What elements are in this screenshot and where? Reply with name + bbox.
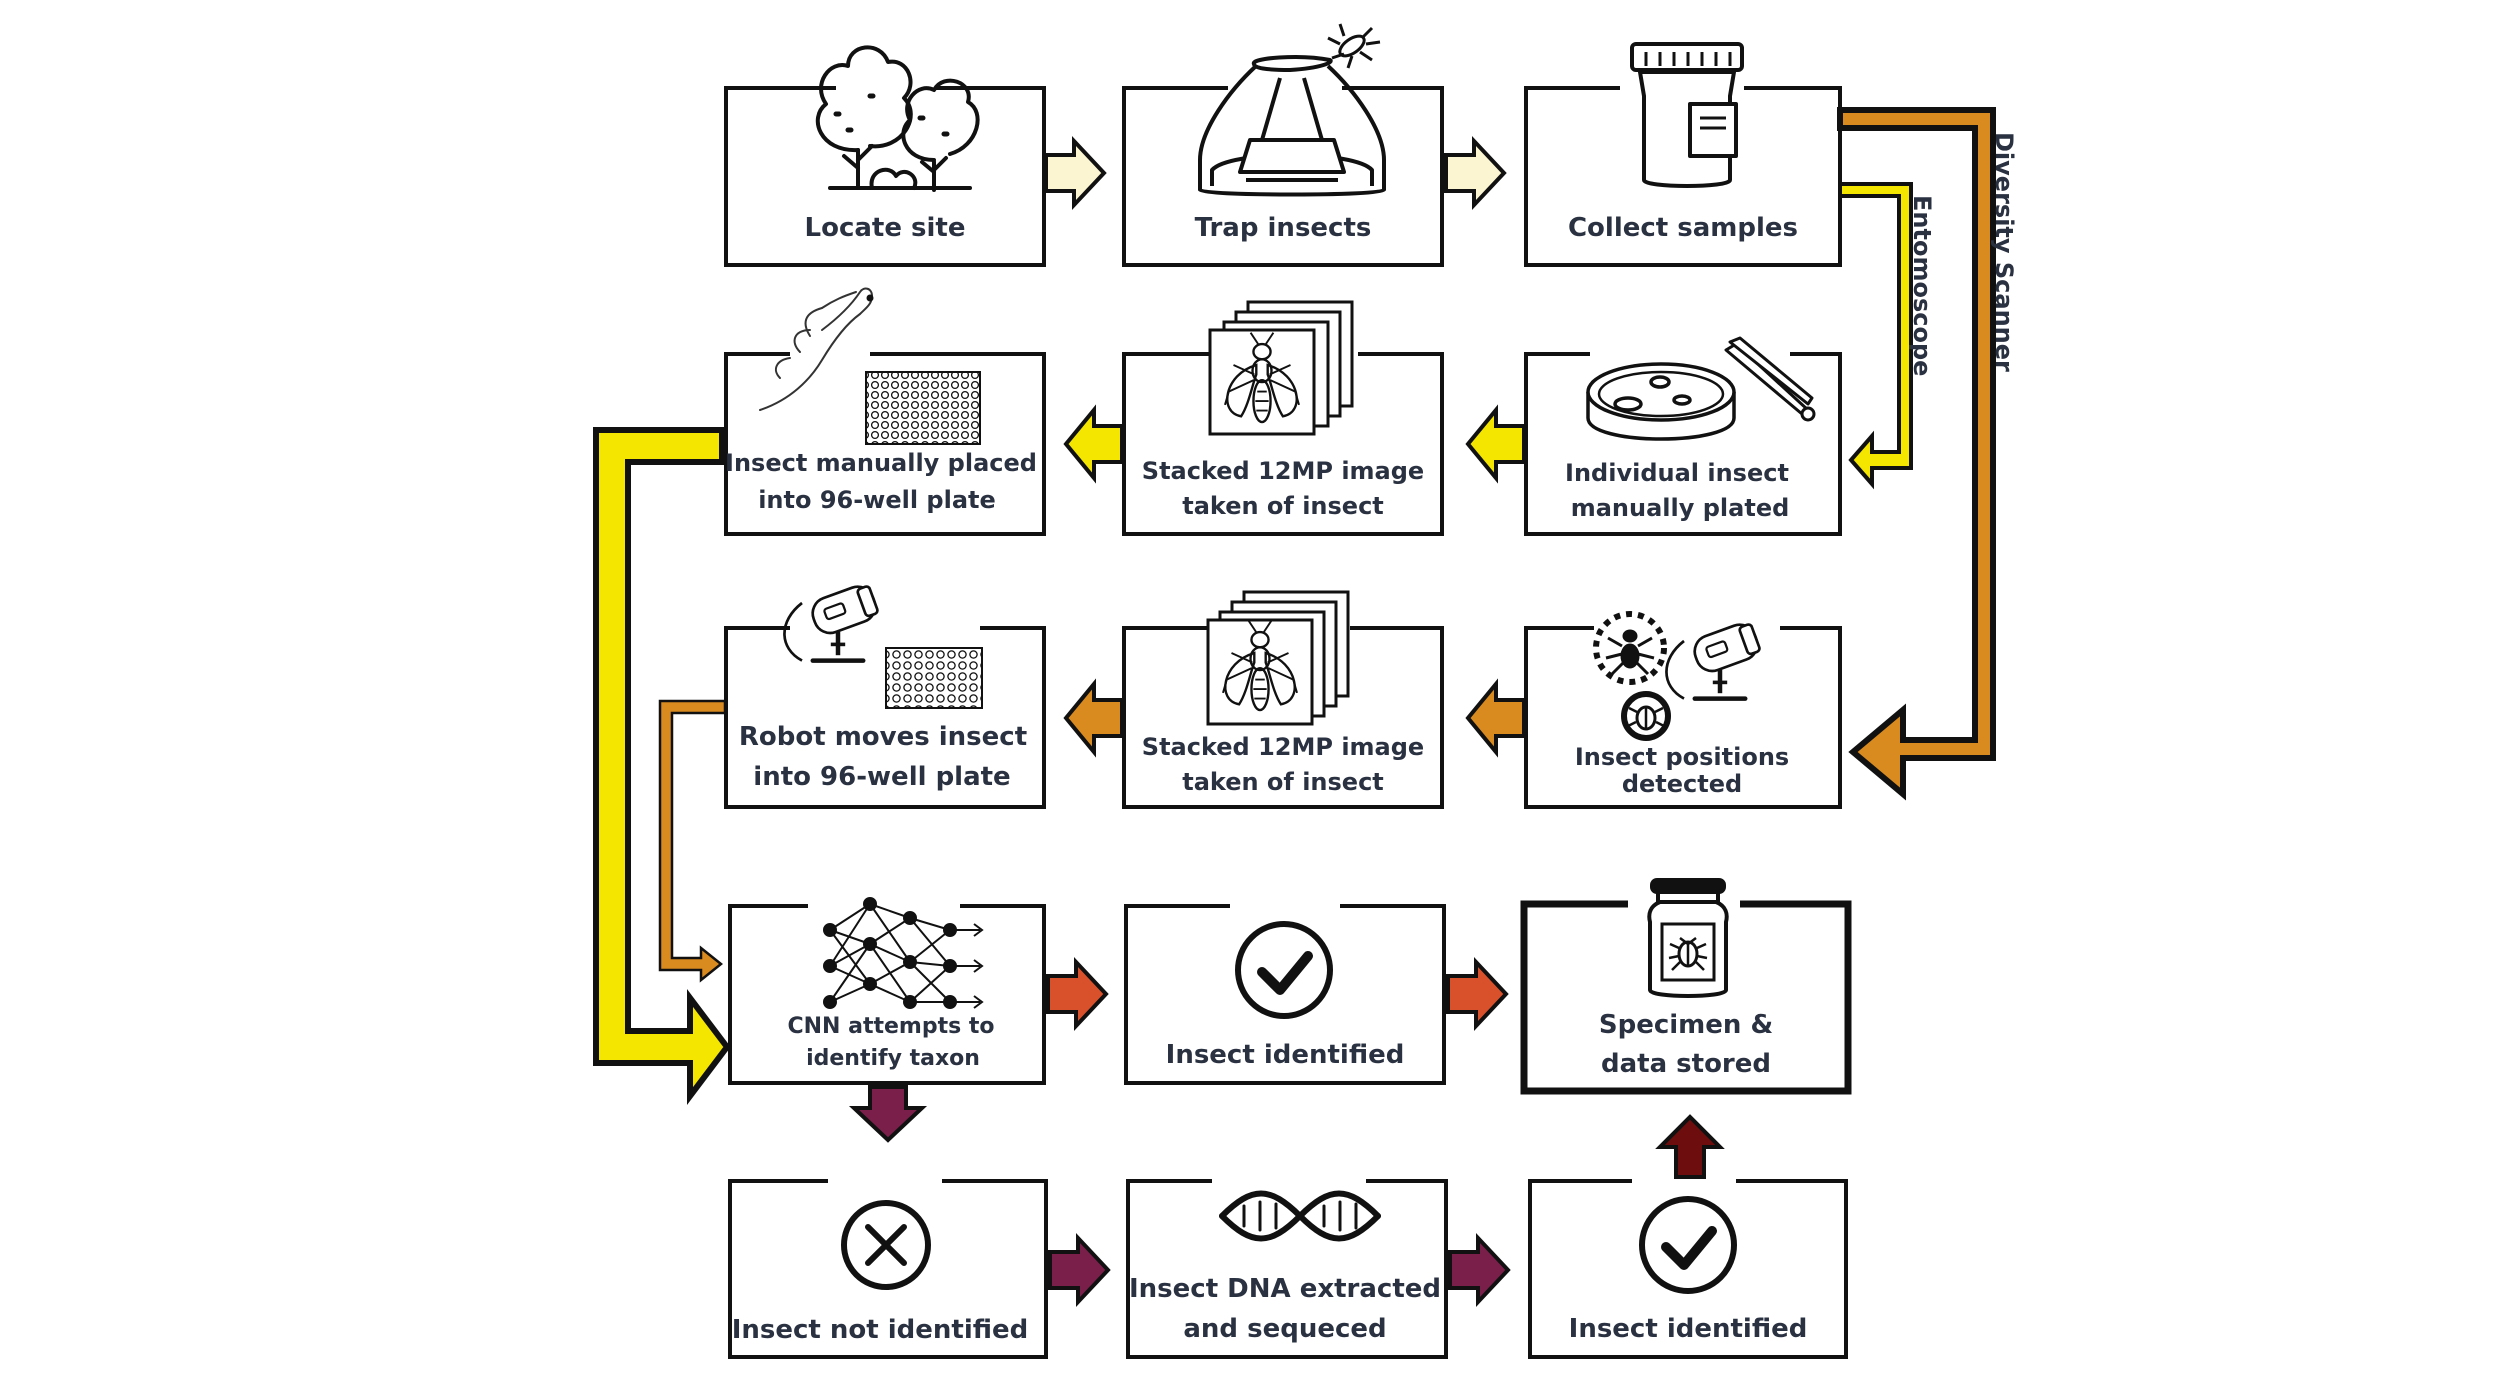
label-diversity-scanner: Diversity Scanner xyxy=(1990,132,2018,372)
well-plate-icon xyxy=(865,371,981,445)
label-stacked-manual-1: Stacked 12MP image xyxy=(1142,457,1424,485)
box-manual-place xyxy=(724,352,1046,536)
label-individual-1: Individual insect xyxy=(1565,459,1789,487)
arrow-individual-to-stacked xyxy=(1465,404,1526,484)
arrow-positions-to-stacked xyxy=(1465,678,1526,758)
label-collect-samples: Collect samples xyxy=(1568,213,1798,243)
arrow-identified-to-stored-up xyxy=(1655,1114,1725,1179)
label-identified-dna: Insect identified xyxy=(1569,1314,1808,1344)
trees-icon xyxy=(815,45,980,192)
well-plate-icon-robot xyxy=(885,647,983,709)
label-cnn-2: identify taxon xyxy=(806,1046,980,1071)
label-identified: Insect identified xyxy=(1166,1040,1405,1070)
box-not-identified xyxy=(728,1179,1048,1359)
dna-icon xyxy=(1219,1190,1381,1242)
checkmark-icon xyxy=(1235,921,1333,1019)
trap-icon xyxy=(1198,55,1386,197)
label-cnn-1: CNN attempts to xyxy=(787,1014,994,1039)
arrow-trap-to-collect xyxy=(1444,135,1507,211)
hand-icon xyxy=(759,287,873,411)
petri-dish-icon xyxy=(1586,362,1736,441)
robot-to-cnn-path xyxy=(658,699,727,983)
arrow-not-identified-to-dna xyxy=(1048,1232,1111,1308)
label-dna-1: Insect DNA extracted xyxy=(1129,1274,1441,1304)
arrow-stacked-to-robot xyxy=(1063,678,1124,758)
label-stored-1: Specimen & xyxy=(1599,1010,1773,1040)
label-locate-site: Locate site xyxy=(805,213,966,243)
label-robot-2: into 96-well plate xyxy=(753,762,1010,792)
entomoscope-to-cnn-path xyxy=(593,427,731,1105)
box-dna xyxy=(1126,1179,1448,1359)
box-specimen-stored xyxy=(1520,900,1852,1095)
arrow-dna-to-identified xyxy=(1448,1232,1511,1308)
arrow-identified-to-stored xyxy=(1446,956,1509,1032)
diversity-scanner-path xyxy=(1837,107,1996,801)
label-stacked-robot-2: taken of insect xyxy=(1182,768,1384,796)
label-stacked-manual-2: taken of insect xyxy=(1182,492,1384,520)
box-identified xyxy=(1124,904,1446,1085)
label-dna-2: and sequeced xyxy=(1183,1314,1386,1344)
label-robot-1: Robot moves insect xyxy=(739,722,1027,752)
entomoscope-path xyxy=(1838,182,1913,490)
arrow-stacked-to-manual xyxy=(1063,404,1124,484)
label-trap-insects: Trap insects xyxy=(1195,213,1372,243)
label-stacked-robot-1: Stacked 12MP image xyxy=(1142,733,1424,761)
arrow-cnn-to-identified xyxy=(1046,956,1109,1032)
cross-icon xyxy=(841,1200,931,1290)
arrow-cnn-to-not-identified xyxy=(848,1085,928,1143)
bug-icon xyxy=(1327,23,1381,69)
arrow-locate-to-trap xyxy=(1044,135,1107,211)
label-positions-1: Insect positions xyxy=(1575,743,1789,771)
label-individual-2: manually plated xyxy=(1571,494,1790,522)
box-stacked-manual xyxy=(1122,352,1444,536)
box-robot xyxy=(724,626,1046,809)
fingertip xyxy=(866,294,874,302)
box-trap-insects xyxy=(1122,86,1444,267)
insect-detection-icon xyxy=(1593,611,1671,741)
label-not-identified: Insect not identified xyxy=(732,1315,1029,1345)
label-stored-2: data stored xyxy=(1601,1049,1771,1079)
sample-jar-icon xyxy=(1630,42,1744,188)
label-positions-2: detected xyxy=(1622,770,1742,798)
neural-network-icon xyxy=(823,897,984,1009)
box-individual-plated xyxy=(1524,352,1842,536)
box-identified-dna xyxy=(1528,1179,1848,1359)
box-collect-samples xyxy=(1524,86,1842,267)
box-locate-site xyxy=(724,86,1046,267)
tweezers-icon xyxy=(1724,336,1816,422)
box-stacked-robot xyxy=(1122,626,1444,809)
label-entomoscope: Entomoscope xyxy=(1908,195,1936,376)
specimen-jar-icon xyxy=(1647,878,1729,998)
label-manual-place-1: Insect manually placed xyxy=(725,449,1037,477)
box-cnn xyxy=(728,904,1046,1085)
camera-icon-positions xyxy=(1666,620,1761,698)
box-positions xyxy=(1524,626,1842,809)
checkmark-icon-dna xyxy=(1639,1196,1737,1294)
label-manual-place-2: into 96-well plate xyxy=(758,486,996,514)
camera-icon xyxy=(784,582,879,660)
